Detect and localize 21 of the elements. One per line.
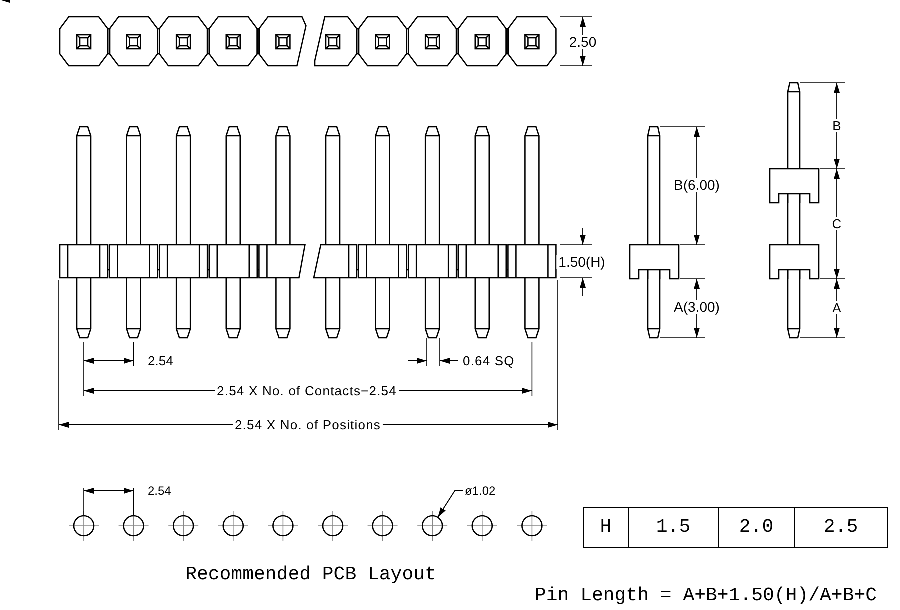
callout-label: ø1.02 xyxy=(465,484,496,498)
dimension-label: 1.50(H) xyxy=(556,255,608,269)
dimension-label: B(6.00) xyxy=(672,178,722,192)
dimension-label: 2.54 xyxy=(147,485,172,497)
dimension-label: 2.54 xyxy=(147,354,174,368)
caption: Recommended PCB Layout xyxy=(184,566,438,584)
table-cell-text: H xyxy=(599,515,613,540)
table-cell: 2.5 xyxy=(794,508,887,547)
dimension-label: A xyxy=(830,302,844,314)
dimension-label: B xyxy=(830,120,844,132)
dimension-label: C xyxy=(830,218,844,230)
table-cell: 1.5 xyxy=(628,508,718,547)
pcb-pad xyxy=(422,515,444,537)
table-cell: 2.0 xyxy=(718,508,794,547)
dimension-label: 0.64 SQ xyxy=(462,354,516,368)
dimension-label: 2.50 xyxy=(567,35,599,49)
dimension-label: 2.54 X No. of Contacts−2.54 xyxy=(215,384,399,398)
leader-line xyxy=(438,490,464,518)
dimension-label: 2.54 X No. of Positions xyxy=(232,418,384,432)
dimension-label: A(3.00) xyxy=(672,300,722,314)
caption: Pin Length = A+B+1.50(H)/A+B+C xyxy=(534,586,878,606)
